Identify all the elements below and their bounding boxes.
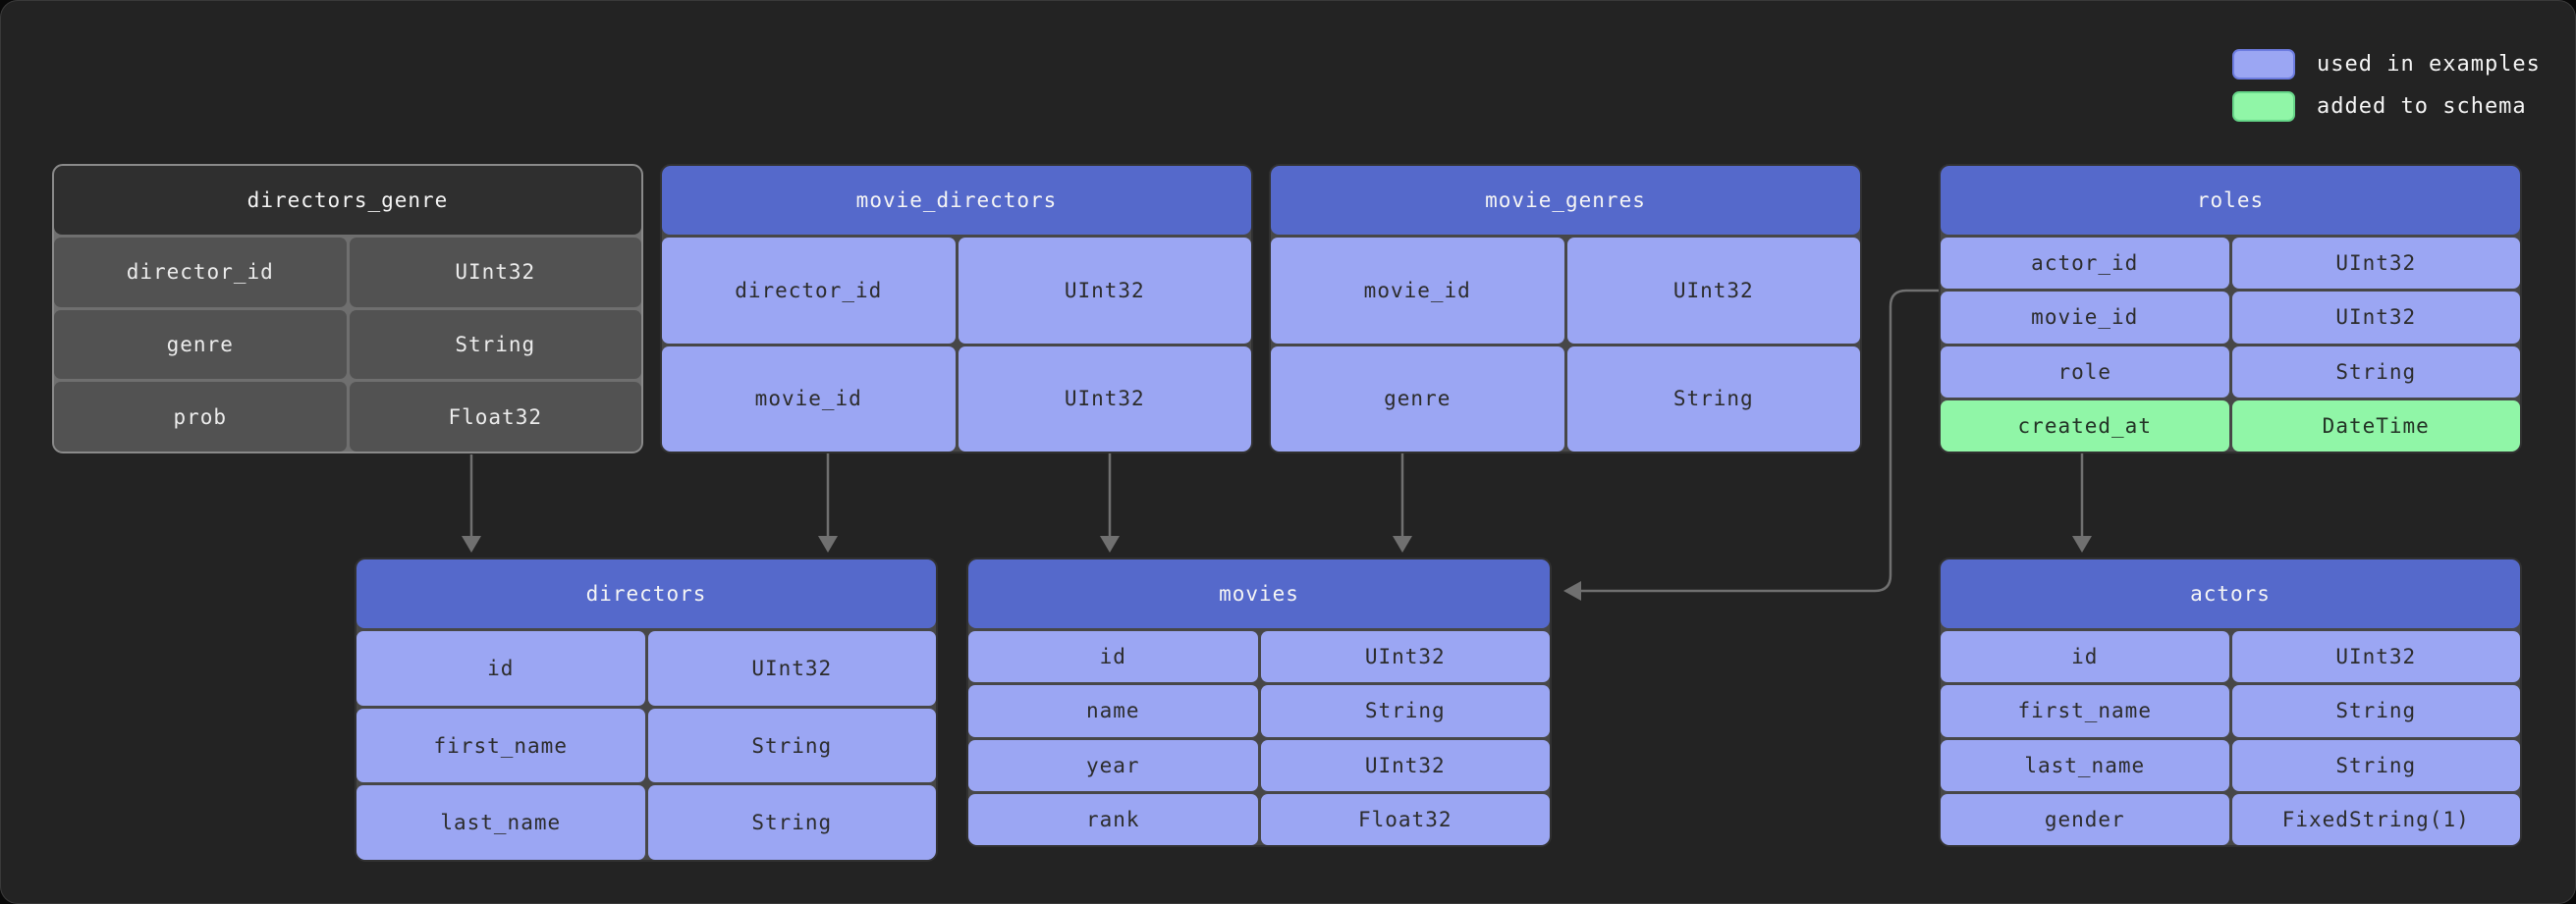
field-type-cell: UInt32 xyxy=(647,631,936,706)
field-type-cell: UInt32 xyxy=(2231,292,2520,344)
field-type-cell: String xyxy=(647,785,936,860)
field-type-cell: UInt32 xyxy=(349,238,641,307)
field-name-cell: director_id xyxy=(662,238,956,344)
field-type-cell: DateTime xyxy=(2231,399,2520,452)
legend-item-used-in-examples: used in examples xyxy=(2232,49,2541,80)
table-title: roles xyxy=(1941,166,2520,235)
arrowhead-down-icon xyxy=(1100,536,1120,553)
field-type-cell: String xyxy=(2231,739,2520,791)
field-name-cell: last_name xyxy=(1941,739,2229,791)
table-title: movie_genres xyxy=(1271,166,1860,235)
field-type-cell: String xyxy=(349,309,641,380)
arrowhead-down-icon xyxy=(1393,536,1412,553)
field-type-cell: UInt32 xyxy=(1260,739,1550,791)
legend-swatch-blue xyxy=(2232,49,2295,80)
field-type-cell: String xyxy=(647,708,936,783)
field-type-cell: UInt32 xyxy=(2231,631,2520,683)
field-name-cell: year xyxy=(968,739,1258,791)
arrowhead-down-icon xyxy=(462,536,481,553)
field-name-cell: id xyxy=(968,631,1258,683)
field-name-cell: movie_id xyxy=(1941,292,2229,344)
field-name-cell: movie_id xyxy=(662,346,956,452)
field-name-cell: name xyxy=(968,685,1258,737)
field-name-cell: director_id xyxy=(54,238,347,307)
field-type-cell: String xyxy=(1566,346,1860,452)
field-type-cell: String xyxy=(1260,685,1550,737)
field-name-cell: first_name xyxy=(356,708,645,783)
field-name-cell: genre xyxy=(54,309,347,380)
field-type-cell: UInt32 xyxy=(958,238,1251,344)
field-type-cell: UInt32 xyxy=(2231,238,2520,290)
legend-label: used in examples xyxy=(2317,52,2541,77)
field-name-cell: created_at xyxy=(1941,399,2229,452)
table-title: actors xyxy=(1941,559,2520,628)
field-type-cell: UInt32 xyxy=(958,346,1251,452)
field-name-cell: rank xyxy=(968,793,1258,845)
legend-swatch-green xyxy=(2232,91,2295,122)
field-name-cell: id xyxy=(1941,631,2229,683)
field-type-cell: Float32 xyxy=(349,382,641,452)
legend-item-added-to-schema: added to schema xyxy=(2232,91,2541,122)
legend-label: added to schema xyxy=(2317,94,2527,119)
field-type-cell: UInt32 xyxy=(1566,238,1860,344)
field-name-cell: first_name xyxy=(1941,685,2229,737)
table-title: movie_directors xyxy=(662,166,1251,235)
field-name-cell: movie_id xyxy=(1271,238,1564,344)
field-type-cell: Float32 xyxy=(1260,793,1550,845)
field-name-cell: role xyxy=(1941,346,2229,398)
field-name-cell: last_name xyxy=(356,785,645,860)
table-title: directors xyxy=(356,559,936,628)
field-type-cell: String xyxy=(2231,346,2520,398)
arrowhead-down-icon xyxy=(2072,536,2092,553)
field-name-cell: actor_id xyxy=(1941,238,2229,290)
field-name-cell: id xyxy=(356,631,645,706)
field-name-cell: gender xyxy=(1941,793,2229,845)
legend: used in examples added to schema xyxy=(2232,49,2541,122)
field-type-cell: UInt32 xyxy=(1260,631,1550,683)
field-type-cell: String xyxy=(2231,685,2520,737)
field-name-cell: prob xyxy=(54,382,347,452)
field-name-cell: genre xyxy=(1271,346,1564,452)
table-title: directors_genre xyxy=(54,166,641,235)
table-title: movies xyxy=(968,559,1550,628)
field-type-cell: FixedString(1) xyxy=(2231,793,2520,845)
arrowhead-left-icon xyxy=(1563,581,1581,601)
arrowhead-down-icon xyxy=(818,536,838,553)
